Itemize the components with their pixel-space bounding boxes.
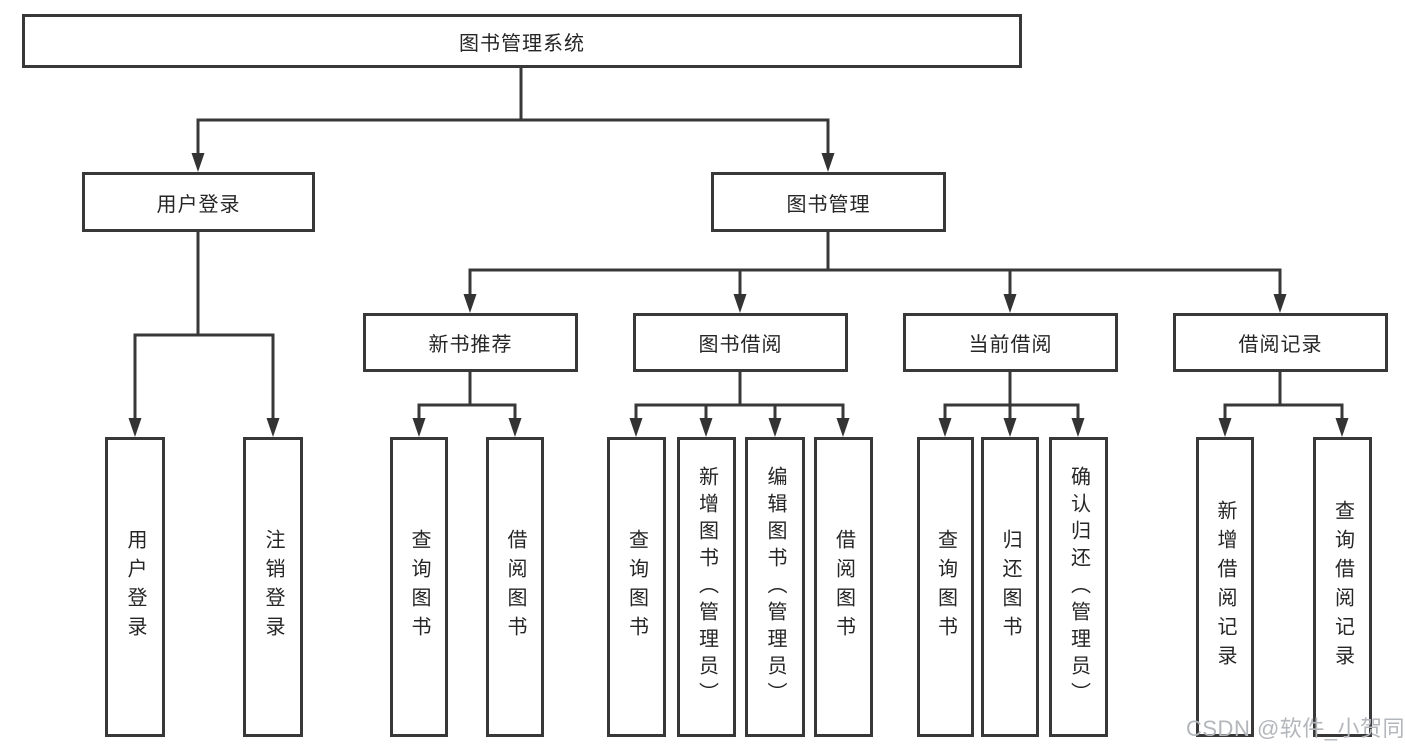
leaf-borrow-books: 借阅图书 bbox=[814, 437, 873, 737]
arrowhead bbox=[266, 418, 280, 437]
connector-borrow-records-children bbox=[1218, 372, 1349, 437]
arrowhead bbox=[412, 418, 426, 437]
arrowhead bbox=[1273, 294, 1287, 313]
leaf-add-borrow-record: 新增借阅记录 bbox=[1196, 437, 1254, 737]
arrowhead bbox=[821, 153, 835, 172]
arrowhead bbox=[1218, 418, 1232, 437]
leaf-add-book-admin: 新增图书（管理员） bbox=[677, 437, 736, 737]
leaf-query-books-current: 查询图书 bbox=[917, 437, 974, 737]
node-new-book-recommend: 新书推荐 bbox=[363, 313, 578, 372]
arrowhead bbox=[938, 418, 952, 437]
leaf-return-book: 归还图书 bbox=[981, 437, 1039, 737]
leaf-query-books-recommend: 查询图书 bbox=[390, 437, 448, 737]
node-user-login: 用户登录 bbox=[82, 172, 315, 232]
arrowhead bbox=[836, 418, 850, 437]
leaf-query-borrow-record: 查询借阅记录 bbox=[1313, 437, 1372, 737]
leaf-edit-book-admin: 编辑图书（管理员） bbox=[745, 437, 805, 737]
arrowhead bbox=[1071, 418, 1085, 437]
arrowhead bbox=[191, 153, 205, 172]
arrowhead bbox=[699, 418, 713, 437]
connector-book-borrow-children bbox=[629, 372, 850, 437]
leaf-logout: 注销登录 bbox=[243, 437, 303, 737]
connector-root-to-level2 bbox=[191, 68, 835, 172]
node-current-borrow: 当前借阅 bbox=[903, 313, 1118, 372]
leaf-confirm-return-admin: 确认归还（管理员） bbox=[1049, 437, 1108, 737]
arrowhead bbox=[629, 418, 643, 437]
arrowhead bbox=[1335, 418, 1349, 437]
arrowhead bbox=[463, 294, 477, 313]
node-borrow-records: 借阅记录 bbox=[1173, 313, 1388, 372]
arrowhead bbox=[1003, 294, 1017, 313]
node-book-management: 图书管理 bbox=[711, 172, 946, 232]
node-root: 图书管理系统 bbox=[22, 14, 1022, 68]
connector-current-borrow-children bbox=[938, 372, 1085, 437]
leaf-user-login: 用户登录 bbox=[105, 437, 165, 737]
arrowhead bbox=[733, 294, 747, 313]
connector-user-login-children bbox=[128, 232, 280, 437]
leaf-query-books-borrow: 查询图书 bbox=[607, 437, 666, 737]
leaf-borrow-books-recommend: 借阅图书 bbox=[486, 437, 544, 737]
connector-new-book-recommend-children bbox=[412, 372, 522, 437]
arrowhead bbox=[768, 418, 782, 437]
arrowhead bbox=[1003, 418, 1017, 437]
csdn-watermark: CSDN @软件_小贺同学 bbox=[1186, 716, 1405, 741]
node-book-borrow: 图书借阅 bbox=[633, 313, 848, 372]
arrowhead bbox=[508, 418, 522, 437]
arrowhead bbox=[128, 418, 142, 437]
connector-book-management-children bbox=[463, 232, 1287, 313]
